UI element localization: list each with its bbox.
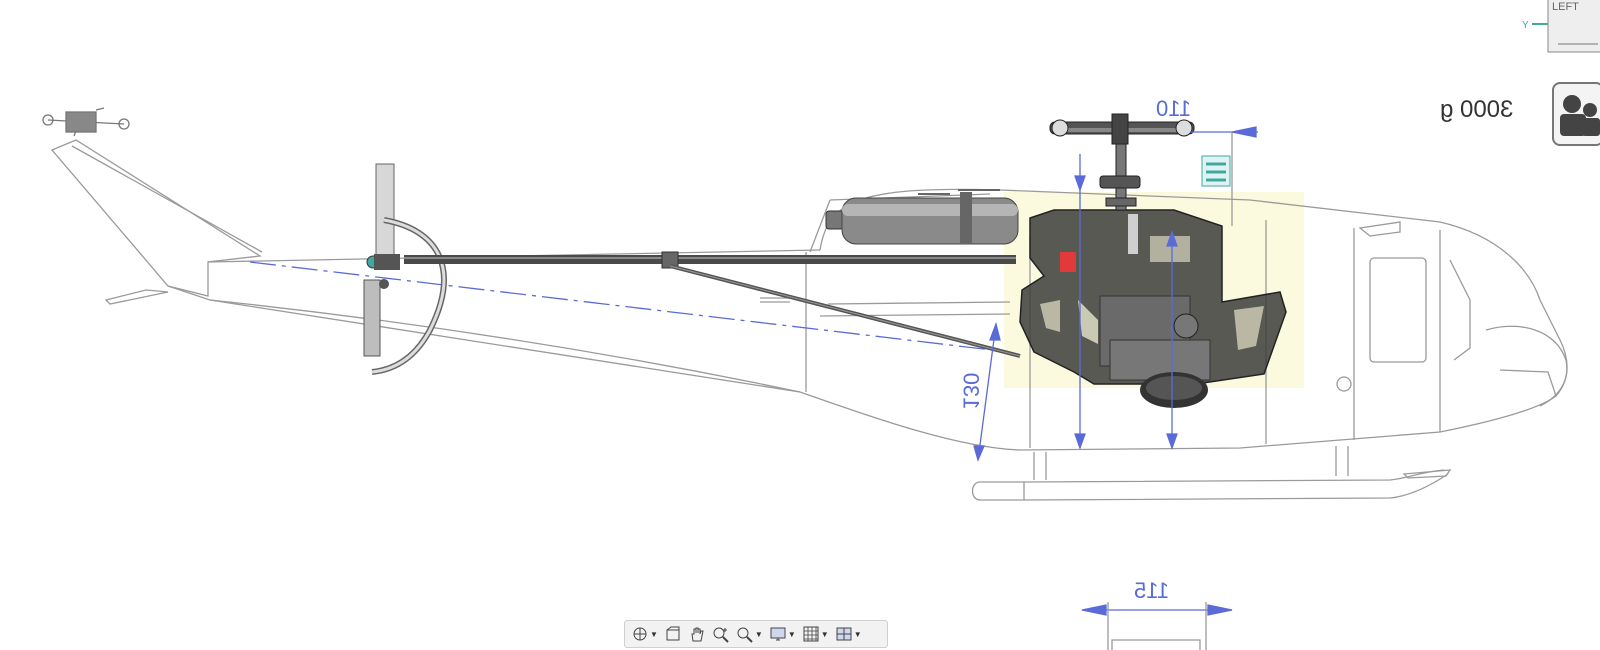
display-style-button[interactable]: ▼ bbox=[767, 623, 798, 645]
dimension-label-top: 110 bbox=[1156, 96, 1192, 121]
monitor-icon bbox=[770, 627, 786, 641]
muffler bbox=[825, 189, 1019, 245]
fuselage-outline bbox=[50, 139, 1568, 501]
tail-boom-shaft bbox=[404, 251, 1021, 358]
view-orientation-button[interactable]: ▼ bbox=[629, 623, 660, 645]
mass-icon bbox=[1560, 95, 1600, 136]
section-icon bbox=[666, 626, 680, 641]
pan-button[interactable] bbox=[686, 623, 708, 645]
dimension-label-bottom: 115 bbox=[1134, 578, 1170, 603]
axis-marker bbox=[1201, 155, 1231, 187]
zoom-fit-icon bbox=[737, 627, 753, 643]
grid-icon bbox=[803, 626, 819, 642]
dimension-label-tail: 130 bbox=[958, 372, 984, 410]
zoom-to-fit-button[interactable]: ▼ bbox=[734, 623, 765, 645]
center-line bbox=[249, 261, 993, 351]
view-cube[interactable]: LEFT Y bbox=[1512, 0, 1600, 64]
section-view-button[interactable] bbox=[662, 623, 684, 645]
navigation-toolbar: ▼ ▼ ▼ ▼ ▼ bbox=[624, 620, 888, 648]
hand-icon bbox=[691, 627, 704, 642]
main-rotor-head bbox=[1049, 113, 1195, 211]
dimension-lines bbox=[973, 126, 1258, 650]
view-cube-axis-label: Y bbox=[1522, 20, 1529, 31]
tail-rotor bbox=[363, 163, 447, 375]
multiple-views-button[interactable]: ▼ bbox=[833, 623, 864, 645]
grid-settings-button[interactable]: ▼ bbox=[800, 623, 831, 645]
view-cube-face-label: LEFT bbox=[1552, 1, 1579, 13]
axis-icon bbox=[633, 627, 647, 641]
main-frame bbox=[1019, 209, 1287, 408]
mass-properties-button[interactable] bbox=[1552, 82, 1600, 146]
viewports-icon bbox=[836, 627, 852, 641]
mass-readout: 3000 g bbox=[1440, 96, 1514, 123]
tail-gearbox-linkage bbox=[42, 107, 130, 137]
zoom-button[interactable] bbox=[710, 623, 732, 645]
zoom-icon bbox=[713, 627, 729, 643]
